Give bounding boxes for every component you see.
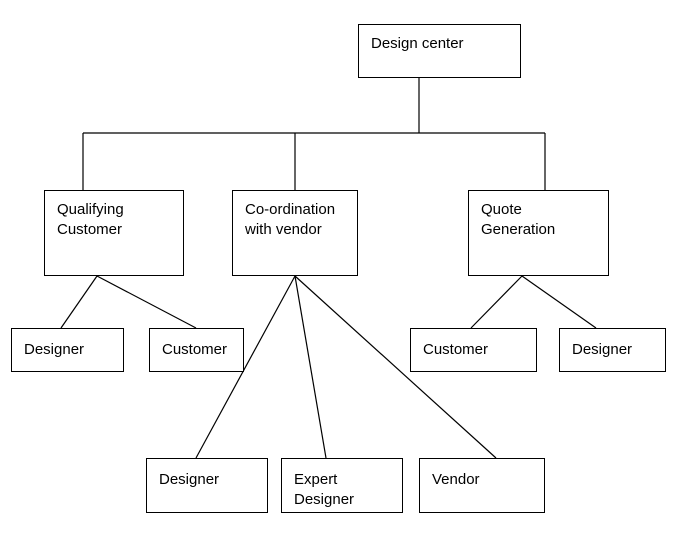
node-qg-customer: Customer (410, 328, 537, 372)
connector-qg-customer (470, 275, 523, 329)
node-qc-designer: Designer (11, 328, 124, 372)
connector-cv-expert-designer (294, 275, 327, 459)
node-design-center: Design center (358, 24, 521, 78)
connector-cv-designer (195, 275, 296, 459)
node-quote-generation: Quote Generation (468, 190, 609, 276)
connector-qg-designer (521, 275, 597, 329)
node-qg-designer: Designer (559, 328, 666, 372)
connector-qc-customer (96, 275, 197, 329)
node-cv-expert-designer: Expert Designer (281, 458, 403, 513)
node-qualifying-customer: Qualifying Customer (44, 190, 184, 276)
connector-qc-designer (60, 275, 98, 329)
node-cv-vendor: Vendor (419, 458, 545, 513)
node-cv-designer: Designer (146, 458, 268, 513)
node-coordination-with-vendor: Co-ordination with vendor (232, 190, 358, 276)
node-qc-customer: Customer (149, 328, 244, 372)
connector-cv-vendor (294, 275, 497, 459)
